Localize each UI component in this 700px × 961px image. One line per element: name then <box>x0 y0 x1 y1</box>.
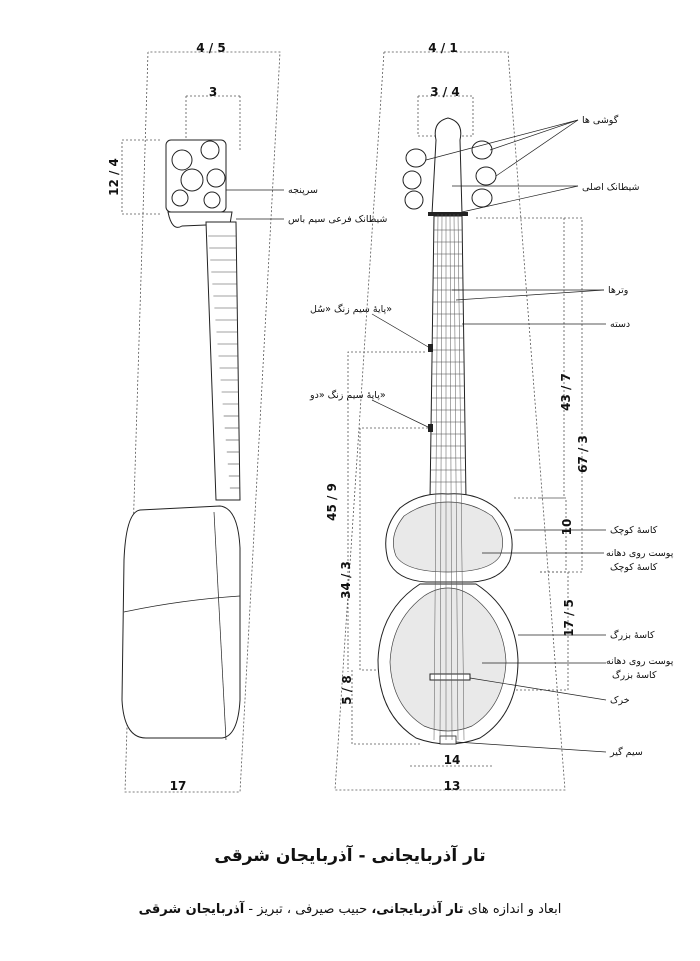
figure-credit: ابعاد و اندازه های تار آذربایجانی، حبیب … <box>0 902 700 917</box>
label-neck: دسته <box>610 319 630 330</box>
tar-diagram: 4 / 5 3 12 / 4 17 سرپنجه شیطانک فرعی سیم… <box>107 41 674 793</box>
front-small-skin <box>393 501 503 573</box>
dim-left-top-width: 4 / 5 <box>196 41 225 55</box>
label-bridge: خرک <box>610 695 630 706</box>
side-body <box>121 505 241 739</box>
label-large-bowl: کاسهٔ بزرگ <box>610 628 655 641</box>
dim-right-to-large-bowl: 34 / 3 <box>339 561 353 599</box>
front-large-skin <box>389 587 507 732</box>
label-bass-nut: شیطانک فرعی سیم باس <box>288 214 387 225</box>
dim-left-bottom: 17 <box>170 779 187 793</box>
leader-main-nut-a <box>461 185 579 213</box>
dim-right-to-small-bowl: 45 / 9 <box>325 483 339 521</box>
side-peg-4 <box>206 168 226 188</box>
label-tailpiece: سیم گیر <box>609 746 643 758</box>
dim-right-small-bowl-height: 10 <box>560 519 574 536</box>
front-head-frame <box>417 95 474 137</box>
side-height-frame <box>121 139 160 215</box>
side-peg-5 <box>171 189 189 207</box>
side-neck <box>205 221 241 501</box>
side-peg-6 <box>203 191 221 209</box>
credit-middle: حبیب صیرفی ، تبریز - <box>248 902 368 917</box>
dim-left-head-height: 12 / 4 <box>107 158 121 196</box>
credit-prefix: ابعاد و اندازه های <box>467 902 562 917</box>
front-strings <box>433 213 465 741</box>
front-string <box>453 213 459 741</box>
front-neck-frame <box>476 217 565 499</box>
front-peg-3 <box>404 190 424 210</box>
label-drone-sol: پایهٔ سیم زنگ «سُل» <box>310 303 392 315</box>
figure-caption: تار آذربایجانی - آذربایجان شرقی <box>214 846 486 866</box>
label-pegs: گوشی ها <box>582 114 619 126</box>
front-large-bowl-frame <box>359 427 428 671</box>
leader-pegs-c <box>495 119 579 177</box>
front-small-height-frame <box>540 497 567 572</box>
side-peg-3 <box>180 168 204 192</box>
leader-strings-b <box>455 289 605 301</box>
front-large-height-frame <box>510 571 569 691</box>
dim-right-total-length: 67 / 3 <box>576 435 590 473</box>
front-peg-1 <box>405 148 427 168</box>
credit-bold-region: آذربایجان شرقی <box>138 902 245 917</box>
front-peg-6 <box>471 188 493 208</box>
leader-pegs-a <box>425 119 579 161</box>
front-peg-4 <box>471 140 493 160</box>
label-pegbox: سرپنجه <box>288 185 318 196</box>
label-main-nut: شیطانک اصلی <box>582 182 639 193</box>
dim-right-bridge-height: 5 / 8 <box>340 675 354 704</box>
leader-bridge <box>469 677 607 701</box>
side-body-seam <box>123 595 241 613</box>
dim-right-neck-length: 43 / 7 <box>559 373 573 411</box>
label-large-skin-1: پوست روی دهانه <box>606 656 674 667</box>
front-bridge <box>429 673 471 681</box>
front-string <box>439 213 443 741</box>
front-string <box>457 213 465 741</box>
front-bridge-frame <box>351 670 420 745</box>
side-peg-2 <box>200 140 220 160</box>
dim-right-bottom-outer: 13 <box>444 779 461 793</box>
front-string <box>433 213 439 741</box>
label-small-skin-2: کاسهٔ کوچک <box>610 562 658 573</box>
dim-right-large-bowl-height: 17 / 5 <box>562 599 576 637</box>
front-drone-do-post <box>428 424 433 432</box>
dim-right-top-width: 4 / 1 <box>428 41 457 55</box>
leader-tailpiece <box>455 741 607 753</box>
label-drone-do: پایهٔ سیم زنگ «دو» <box>309 389 386 401</box>
front-tailpiece <box>439 735 457 745</box>
side-view: 4 / 5 3 12 / 4 17 سرپنجه شیطانک فرعی سیم… <box>107 41 387 793</box>
side-peg-1 <box>171 149 193 171</box>
label-small-bowl: کاسهٔ کوچک <box>610 525 658 536</box>
front-outline-frame <box>334 51 566 791</box>
side-frets <box>208 235 240 489</box>
side-body-edge <box>213 511 227 741</box>
dim-left-head-width: 3 <box>209 85 217 99</box>
dim-right-head-width: 3 / 4 <box>430 85 459 99</box>
front-main-nut <box>428 212 468 216</box>
leader-drone-sol <box>371 313 431 349</box>
label-strings: وترها <box>608 285 628 296</box>
front-view: 4 / 1 3 / 4 43 / 7 67 / 3 45 / 9 34 / 3 … <box>309 41 674 793</box>
front-string <box>449 213 453 741</box>
leader-drone-do <box>371 399 431 429</box>
credit-bold-instrument: تار آذربایجانی، <box>371 902 464 917</box>
front-pegbox <box>431 117 463 215</box>
leader-pegs-b <box>489 119 579 151</box>
label-small-skin-1: پوست روی دهانه <box>606 548 674 559</box>
dim-right-bottom-inner: 14 <box>444 753 461 767</box>
front-drone-sol-post <box>428 344 433 352</box>
front-peg-2 <box>402 170 422 190</box>
front-peg-5 <box>475 166 497 186</box>
front-small-bowl-frame <box>347 351 425 672</box>
label-large-skin-2: کاسهٔ بزرگ <box>612 668 657 681</box>
